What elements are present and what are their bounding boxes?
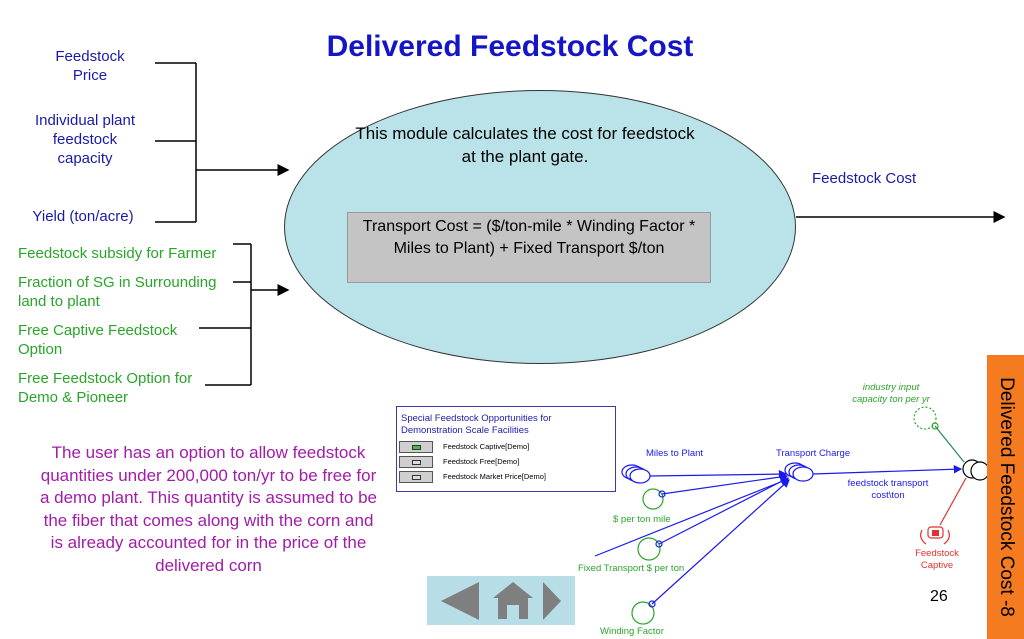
node-miles-to-plant: Miles to Plant: [646, 448, 704, 459]
panel-title: Special Feedstock Opportunities for Demo…: [401, 413, 552, 436]
input-plant-capacity: Individual plant feedstock capacity: [34, 112, 136, 167]
input-yield: Yield (ton/acre): [32, 208, 134, 225]
home-icon[interactable]: [493, 582, 533, 619]
panel-row-label: Feedstock Market Price[Demo]: [443, 472, 546, 481]
demo-note: The user has an option to allow feedstoc…: [39, 443, 378, 575]
formula-box: Transport Cost = ($/ton-mile * Winding F…: [347, 212, 711, 283]
panel-row-market-price[interactable]: Feedstock Market Price[Demo]: [399, 471, 611, 484]
input-feedstock-price: Feedstock Price: [55, 48, 125, 84]
special-feedstock-panel: Special Feedstock Opportunities for Demo…: [396, 406, 616, 492]
module-description: This module calculates the cost for feed…: [355, 124, 695, 166]
panel-row-label: Feedstock Captive[Demo]: [443, 442, 530, 451]
forward-arrow-icon[interactable]: [543, 582, 561, 620]
sidebar-label: Delivered Feedstock Cost -8: [995, 377, 1017, 617]
node-industry-input: industry input capacity ton per yr: [852, 382, 930, 405]
switch-icon[interactable]: [399, 441, 433, 453]
panel-row-label: Feedstock Free[Demo]: [443, 457, 520, 466]
panel-row-captive[interactable]: Feedstock Captive[Demo]: [399, 441, 611, 454]
blue-input-bracket: [155, 62, 290, 223]
back-arrow-icon[interactable]: [441, 582, 479, 620]
node-feedstock-transport-cost: feedstock transport cost\ton: [847, 478, 929, 501]
switch-icon[interactable]: [399, 471, 433, 483]
navigation-bar: [427, 576, 575, 625]
input-free-captive: Free Captive Feedstock Option: [18, 322, 178, 358]
node-feedstock-captive: Feedstock Captive: [915, 548, 959, 571]
output-feedstock-cost: Feedstock Cost: [812, 170, 917, 187]
node-transport-charge: Transport Charge: [776, 448, 851, 459]
input-free-feedstock-demo: Free Feedstock Option for Demo & Pioneer: [18, 370, 193, 406]
panel-row-free[interactable]: Feedstock Free[Demo]: [399, 456, 611, 469]
green-input-bracket: [199, 243, 290, 386]
node-fixed-transport: Fixed Transport $ per ton: [578, 563, 685, 574]
node-per-ton-mile: $ per ton mile: [613, 514, 671, 525]
page-number: 26: [930, 588, 948, 605]
input-feedstock-subsidy: Feedstock subsidy for Farmer: [18, 245, 217, 262]
switch-icon[interactable]: [399, 456, 433, 468]
section-sidebar: Delivered Feedstock Cost -8: [987, 355, 1024, 639]
node-winding-factor: Winding Factor: [600, 626, 664, 637]
model-network: [594, 406, 990, 625]
page-title: Delivered Feedstock Cost: [326, 30, 694, 63]
input-fraction-sg: Fraction of SG in Surrounding land to pl…: [18, 274, 217, 310]
